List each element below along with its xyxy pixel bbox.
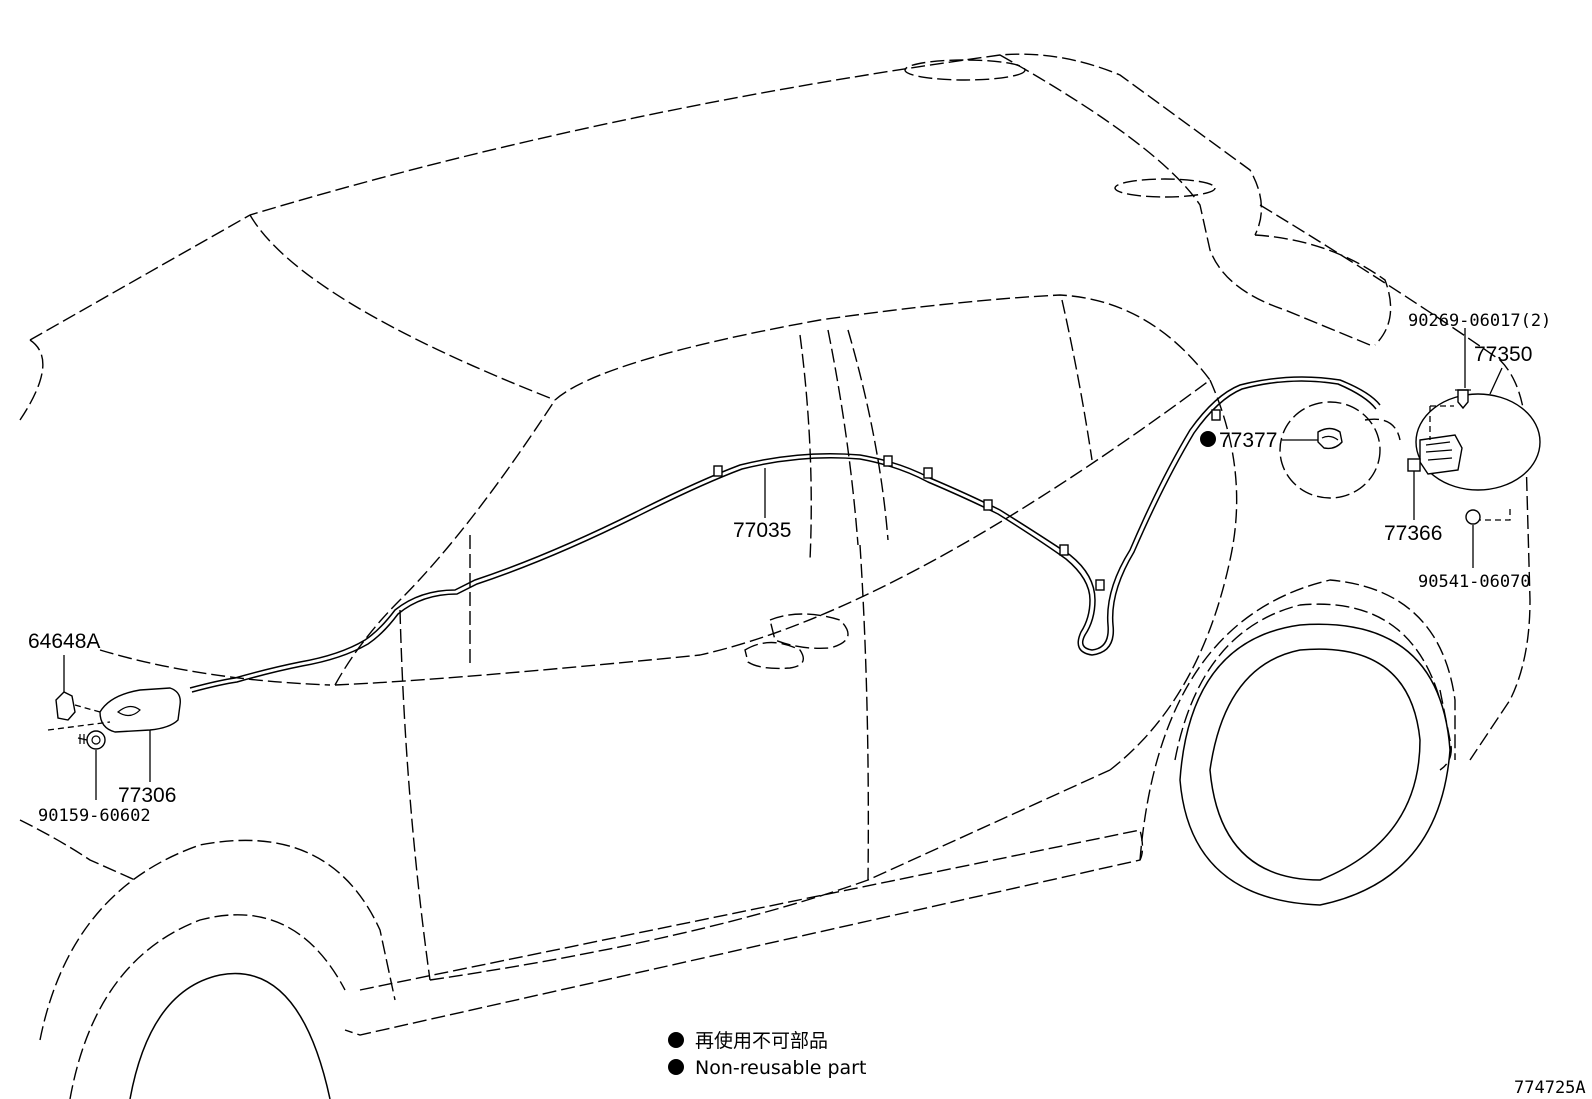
vehicle-body-outline [19, 53, 1531, 1099]
label-90541-06070: 90541-06070 [1418, 572, 1531, 592]
non-reusable-marker [1200, 431, 1216, 447]
legend: 再使用不可部品 Non-reusable part [668, 1030, 866, 1079]
fuel-lid-opener-assembly [47, 687, 181, 750]
label-77350: 77350 [1474, 343, 1532, 366]
label-77035: 77035 [733, 519, 791, 542]
label-77306: 77306 [118, 784, 176, 807]
fuel-lid-release-cable [189, 376, 1381, 693]
diagram-id: 774725A [1514, 1078, 1586, 1098]
fuel-lid-assembly [1407, 389, 1541, 525]
fuel-lid-spring-clip [1317, 427, 1343, 450]
label-90159-60602: 90159-60602 [38, 806, 151, 826]
leader-lines [63, 328, 1503, 800]
legend-text-jp: 再使用不可部品 [695, 1030, 828, 1052]
label-90269-06017: 90269-06017(2) [1408, 311, 1551, 331]
part-labels: 64648A 77306 90159-60602 77035 77377 902… [28, 311, 1551, 826]
label-64648A: 64648A [28, 630, 100, 653]
legend-text-en: Non-reusable part [695, 1057, 866, 1079]
label-77377: 77377 [1219, 429, 1277, 452]
legend-marker-jp [668, 1032, 684, 1048]
label-77366: 77366 [1384, 522, 1442, 545]
legend-marker-en [668, 1059, 684, 1075]
